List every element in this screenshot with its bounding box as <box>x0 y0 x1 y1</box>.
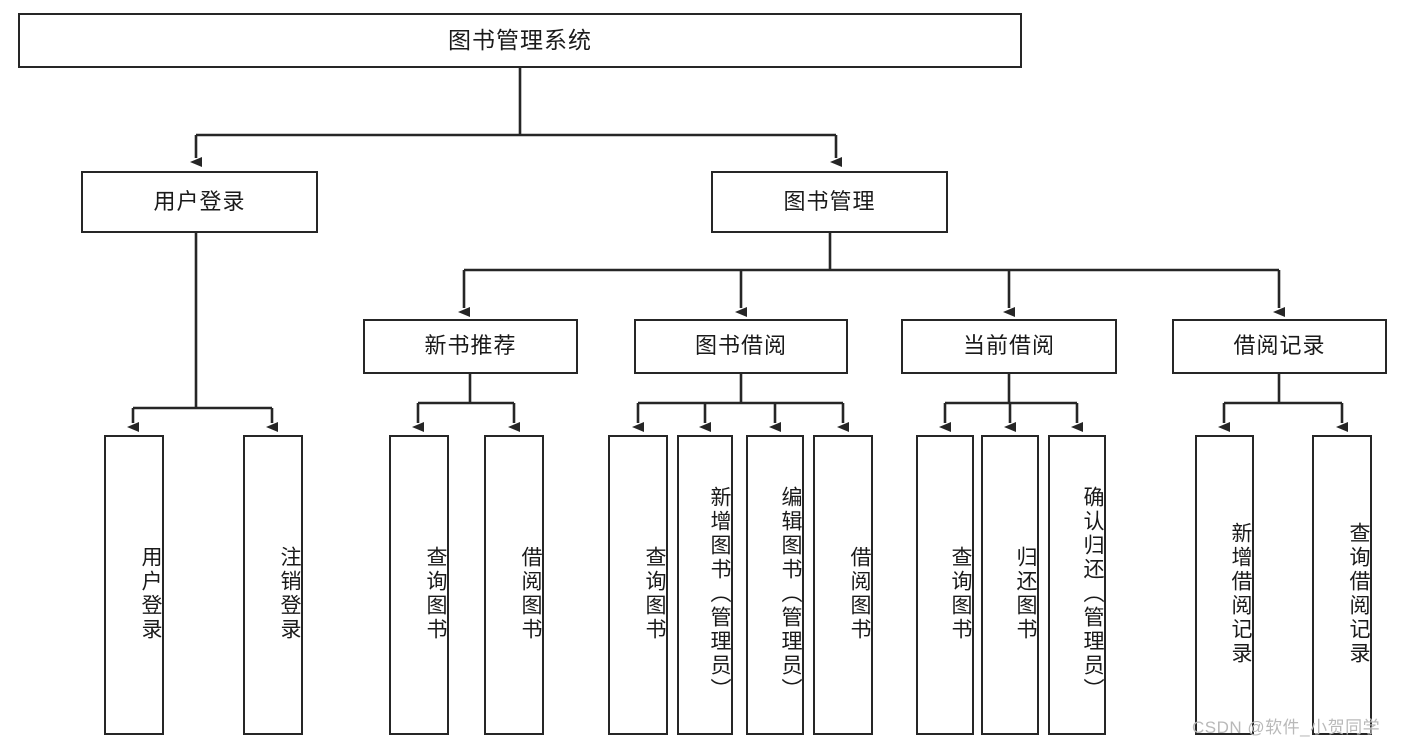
node-label: 查询图书 <box>949 546 972 642</box>
leaf-book-borrow-edit[interactable]: 编辑图书（管理员） <box>746 435 804 735</box>
node-label: 借阅图书 <box>848 546 871 642</box>
node-label: 归还图书 <box>1014 546 1037 642</box>
leaf-user-login-signin[interactable]: 用户登录 <box>104 435 164 735</box>
node-book-management[interactable]: 图书管理 <box>711 171 948 233</box>
leaf-current-borrow-confirm[interactable]: 确认归还（管理员） <box>1048 435 1106 735</box>
leaf-new-book-borrow[interactable]: 借阅图书 <box>484 435 544 735</box>
node-current-borrow[interactable]: 当前借阅 <box>901 319 1117 374</box>
node-label: 用户登录 <box>153 188 246 214</box>
leaf-current-borrow-query[interactable]: 查询图书 <box>916 435 974 735</box>
leaf-book-borrow-lend[interactable]: 借阅图书 <box>813 435 873 735</box>
node-borrow-record[interactable]: 借阅记录 <box>1172 319 1387 374</box>
node-label: 图书借阅 <box>694 333 787 359</box>
node-label: 新增借阅记录 <box>1229 522 1252 666</box>
node-root-system[interactable]: 图书管理系统 <box>18 13 1022 68</box>
leaf-current-borrow-return[interactable]: 归还图书 <box>981 435 1039 735</box>
leaf-book-borrow-add[interactable]: 新增图书（管理员） <box>677 435 733 735</box>
node-new-book-recommend[interactable]: 新书推荐 <box>363 319 578 374</box>
leaf-user-login-signout[interactable]: 注销登录 <box>243 435 303 735</box>
node-label: 确认归还（管理员） <box>1081 486 1104 702</box>
node-user-login[interactable]: 用户登录 <box>81 171 318 233</box>
node-label: 新书推荐 <box>424 333 517 359</box>
node-label: 查询图书 <box>424 546 447 642</box>
node-label: 图书管理 <box>783 188 876 214</box>
node-label: 借阅记录 <box>1233 333 1326 359</box>
node-label: 当前借阅 <box>962 333 1055 359</box>
node-label: 用户登录 <box>139 546 162 642</box>
node-label: 查询图书 <box>643 546 666 642</box>
leaf-book-borrow-query[interactable]: 查询图书 <box>608 435 668 735</box>
node-label: 图书管理系统 <box>448 26 592 53</box>
leaf-new-book-query[interactable]: 查询图书 <box>389 435 449 735</box>
node-label: 借阅图书 <box>519 546 542 642</box>
leaf-borrow-record-query[interactable]: 查询借阅记录 <box>1312 435 1372 735</box>
node-book-borrow[interactable]: 图书借阅 <box>634 319 848 374</box>
node-label: 查询借阅记录 <box>1347 522 1370 666</box>
leaf-borrow-record-add[interactable]: 新增借阅记录 <box>1195 435 1254 735</box>
node-label: 新增图书（管理员） <box>708 486 731 702</box>
node-label: 编辑图书（管理员） <box>779 486 802 702</box>
node-label: 注销登录 <box>278 546 301 642</box>
